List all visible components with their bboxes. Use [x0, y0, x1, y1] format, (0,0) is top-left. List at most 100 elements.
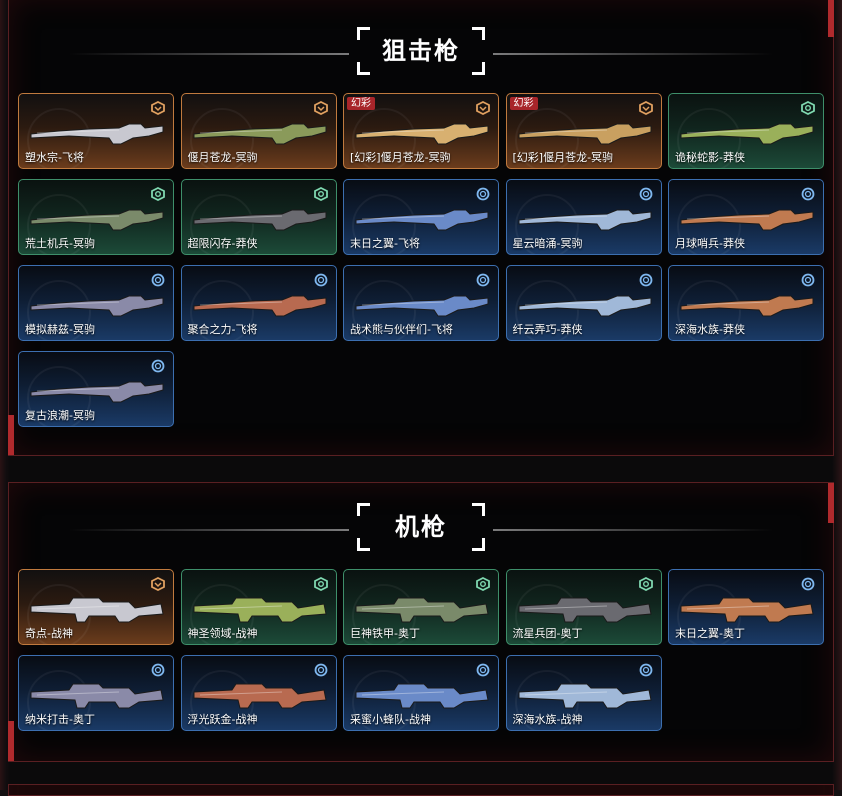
- rarity-badge-icon: [639, 186, 653, 201]
- skin-card[interactable]: 超限闪存-莽侠: [180, 179, 337, 255]
- skin-card[interactable]: 模拟赫兹-冥驹: [18, 265, 174, 341]
- rarity-badge-icon: [638, 100, 653, 116]
- skin-card[interactable]: 战术熊与伙伴们-飞将: [343, 265, 499, 341]
- rarity-badge-icon: [476, 576, 490, 592]
- skin-card[interactable]: 深海水族-莽侠: [668, 265, 824, 341]
- sniper-rifle-icon: [29, 114, 165, 148]
- skin-name: 浮光跃金-战神: [187, 713, 258, 726]
- sniper-rifle-icon: [517, 200, 653, 234]
- card-glow: [514, 280, 579, 340]
- skin-card[interactable]: 浮光跃金-战神: [180, 655, 337, 731]
- variant-tag: 幻彩: [347, 97, 375, 110]
- machine-gun-icon: [679, 590, 815, 624]
- rarity-badge-icon: [151, 662, 165, 677]
- skin-name: 偃月苍龙-冥驹: [187, 151, 258, 164]
- sniper-rifle-icon: [517, 286, 653, 320]
- skin-card[interactable]: 神圣领域-战神: [180, 569, 337, 645]
- rarity-badge-icon: [151, 576, 165, 592]
- sniper-rifle-icon: [354, 114, 490, 148]
- card-glow: [352, 108, 416, 168]
- skin-card[interactable]: 巨神铁甲-奥丁: [343, 569, 499, 645]
- card-glow: [27, 280, 91, 340]
- skin-name: 聚合之力-飞将: [187, 323, 258, 336]
- sniper-rifle-icon: [679, 200, 815, 234]
- machine-gun-icon: [517, 676, 653, 710]
- skin-card[interactable]: 偃月苍龙-冥驹: [180, 93, 337, 169]
- sniper-rifle-icon: [192, 286, 328, 320]
- skin-card[interactable]: 塑水宗-飞将: [18, 93, 174, 169]
- machine-gun-icon: [354, 676, 490, 710]
- rarity-badge-icon: [314, 662, 328, 677]
- skin-card[interactable]: 幻彩[幻彩]偃月苍龙-冥驹: [505, 93, 662, 169]
- skin-card[interactable]: 星云暗涌-冥驹: [505, 179, 662, 255]
- card-glow: [27, 108, 91, 168]
- skin-name: 超限闪存-莽侠: [187, 237, 258, 250]
- card-glow: [514, 194, 579, 254]
- skin-card[interactable]: 诡秘蛇影-莽侠: [668, 93, 824, 169]
- rarity-badge-icon: [476, 272, 490, 287]
- rarity-badge-icon: [314, 272, 328, 287]
- accent-bar: [8, 721, 14, 761]
- card-glow: [677, 280, 741, 340]
- header-bracket: 狙击枪: [357, 27, 485, 75]
- skin-card[interactable]: 聚合之力-飞将: [180, 265, 337, 341]
- skin-name: 纳米打击-奥丁: [25, 713, 95, 726]
- skin-name: 复古浪潮-冥驹: [25, 409, 95, 422]
- accent-bar: [8, 415, 14, 455]
- skin-card[interactable]: 末日之翼-飞将: [343, 179, 499, 255]
- skin-card[interactable]: 荒土机兵-冥驹: [18, 179, 174, 255]
- rarity-badge-icon: [313, 186, 328, 202]
- skin-card[interactable]: 采蜜小蜂队-战神: [343, 655, 499, 731]
- section-header: 狙击枪: [9, 27, 833, 79]
- rarity-badge-icon: [638, 576, 653, 592]
- card-glow: [677, 194, 741, 254]
- accent-bar: [828, 0, 834, 37]
- card-glow: [189, 194, 254, 254]
- skin-card[interactable]: 复古浪潮-冥驹: [18, 351, 174, 427]
- skin-name: 深海水族-战神: [512, 713, 583, 726]
- card-glow: [352, 280, 416, 340]
- sniper-rifle-icon: [679, 114, 815, 148]
- skin-card[interactable]: 末日之翼-奥丁: [668, 569, 824, 645]
- skin-name: [幻彩]偃月苍龙-冥驹: [350, 151, 451, 164]
- skin-name: 诡秘蛇影-莽侠: [675, 151, 745, 164]
- header-line-right: [493, 529, 773, 531]
- sniper-rifle-icon: [354, 200, 490, 234]
- rarity-badge-icon: [151, 186, 165, 202]
- section-header: 机枪: [9, 503, 833, 555]
- sniper-rifle-icon: [517, 114, 653, 148]
- header-bracket: 机枪: [357, 503, 485, 551]
- rarity-badge-icon: [476, 100, 490, 116]
- machine-gun-icon: [354, 590, 490, 624]
- skin-card[interactable]: 流星兵团-奥丁: [505, 569, 662, 645]
- rarity-badge-icon: [801, 100, 815, 116]
- skin-card[interactable]: 月球哨兵-莽侠: [668, 179, 824, 255]
- skin-card[interactable]: 奇点-战神: [18, 569, 174, 645]
- skin-name: 纤云弄巧-莽侠: [512, 323, 583, 336]
- card-glow: [352, 194, 416, 254]
- skin-card[interactable]: 幻彩 [幻彩]偃月苍龙-冥驹: [343, 93, 499, 169]
- header-line-left: [69, 529, 349, 531]
- skin-name: 采蜜小蜂队-战神: [350, 713, 431, 726]
- machine-gun-icon: [517, 590, 653, 624]
- skin-name: 深海水族-莽侠: [675, 323, 745, 336]
- skin-card[interactable]: 深海水族-战神: [505, 655, 662, 731]
- card-glow: [514, 108, 579, 168]
- skin-name: 星云暗涌-冥驹: [512, 237, 583, 250]
- skin-name: 塑水宗-飞将: [25, 151, 84, 164]
- rarity-badge-icon: [313, 100, 328, 116]
- header-line-left: [69, 53, 349, 55]
- sniper-rifle-icon: [192, 200, 328, 234]
- skin-card[interactable]: 纤云弄巧-莽侠: [505, 265, 662, 341]
- section-sniper: 狙击枪 塑水宗-飞将偃月苍龙-冥驹幻彩[幻彩]偃月苍龙-冥驹幻彩[幻彩]偃月苍龙…: [8, 0, 834, 456]
- skin-name: [幻彩]偃月苍龙-冥驹: [512, 151, 614, 164]
- skin-name: 末日之翼-奥丁: [675, 627, 745, 640]
- machine-gun-icon: [192, 676, 328, 710]
- skin-name: 战术熊与伙伴们-飞将: [350, 323, 453, 336]
- sniper-rifle-icon: [29, 286, 165, 320]
- card-glow: [27, 366, 91, 426]
- sniper-rifle-icon: [29, 372, 165, 406]
- rarity-badge-icon: [801, 272, 815, 287]
- section-title: 狙击枪: [382, 37, 460, 65]
- skin-card[interactable]: 纳米打击-奥丁: [18, 655, 174, 731]
